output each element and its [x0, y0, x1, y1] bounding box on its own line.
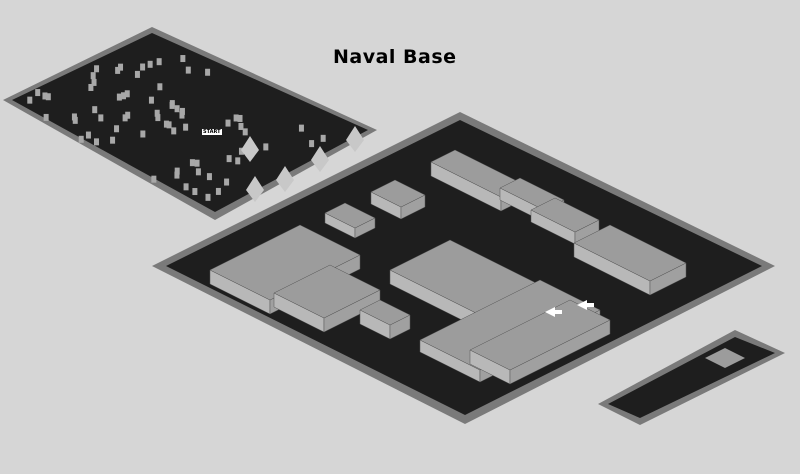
- tree: [174, 167, 180, 175]
- tree: [238, 147, 244, 155]
- large-tree: [241, 136, 259, 162]
- tree: [174, 105, 180, 113]
- tree: [179, 107, 185, 115]
- start-marker: START: [202, 129, 222, 135]
- tree: [205, 193, 211, 201]
- tree: [116, 93, 122, 101]
- arrow-marker-2: [577, 300, 594, 310]
- arrow-marker-1: [545, 307, 562, 317]
- forest-ground: [12, 33, 368, 212]
- tree: [320, 134, 326, 142]
- tree: [183, 183, 189, 191]
- tree: [35, 89, 41, 97]
- tree: [154, 109, 160, 117]
- tree: [224, 178, 230, 186]
- tree: [94, 65, 100, 73]
- tree: [147, 60, 153, 68]
- tree: [233, 114, 239, 122]
- tree: [163, 120, 169, 128]
- tree: [98, 114, 104, 122]
- tree: [125, 111, 131, 119]
- tree: [180, 55, 186, 63]
- tree: [155, 114, 161, 122]
- building-roof: [324, 202, 376, 229]
- tree: [157, 83, 163, 91]
- tree: [71, 113, 77, 121]
- tree: [242, 128, 248, 136]
- tree: [88, 83, 94, 91]
- tree: [148, 96, 154, 104]
- building-roof: [359, 299, 411, 326]
- tree: [85, 131, 91, 139]
- main-base-area: [152, 112, 775, 424]
- tree: [124, 90, 130, 98]
- tree: [45, 93, 51, 101]
- tree: [194, 159, 200, 167]
- tree: [43, 113, 49, 121]
- tree: [140, 130, 146, 138]
- tree: [110, 136, 116, 144]
- tree: [298, 124, 304, 132]
- tree: [195, 168, 201, 176]
- large-tree: [346, 126, 364, 152]
- tree: [121, 92, 127, 100]
- tree: [192, 188, 198, 196]
- large-tree: [311, 146, 329, 172]
- building-roof: [469, 299, 611, 371]
- tree: [205, 68, 211, 76]
- tree: [156, 58, 162, 66]
- forest-area: [3, 27, 377, 220]
- tree: [189, 159, 195, 167]
- tree: [42, 92, 48, 100]
- tree: [263, 143, 269, 151]
- building-roof: [419, 279, 601, 371]
- tree: [114, 125, 120, 133]
- tree: [171, 127, 177, 135]
- tree: [115, 66, 121, 74]
- tree: [134, 70, 140, 78]
- building-roof: [370, 179, 426, 208]
- buildings: [209, 149, 687, 385]
- dock-ground: [608, 337, 775, 418]
- tree: [185, 66, 191, 74]
- building-roof: [209, 224, 361, 301]
- tree: [90, 72, 96, 80]
- tree: [91, 78, 97, 86]
- tree: [225, 119, 231, 127]
- tree: [179, 111, 185, 119]
- tree: [174, 171, 180, 179]
- dock-building: [705, 348, 745, 368]
- tree: [238, 122, 244, 130]
- map-title: Naval Base: [333, 46, 457, 68]
- dock-area: [598, 330, 785, 425]
- tree: [183, 123, 189, 131]
- tree: [309, 140, 315, 148]
- large-tree: [246, 176, 264, 202]
- tree: [235, 157, 241, 165]
- tree: [118, 63, 124, 71]
- large-tree: [276, 166, 294, 192]
- tree: [166, 121, 172, 129]
- tree: [169, 100, 175, 108]
- tree: [92, 106, 98, 114]
- tree: [237, 114, 243, 122]
- tree: [206, 173, 212, 181]
- building-roof: [273, 264, 381, 319]
- tree: [215, 187, 221, 195]
- tree: [151, 175, 157, 183]
- tree: [226, 155, 232, 163]
- building-roof: [530, 197, 600, 233]
- tree: [93, 138, 99, 146]
- building-roof: [573, 224, 687, 282]
- tree: [122, 114, 128, 122]
- trees: [27, 55, 364, 202]
- tree: [140, 63, 146, 71]
- tree: [27, 96, 33, 104]
- tree: [78, 135, 84, 143]
